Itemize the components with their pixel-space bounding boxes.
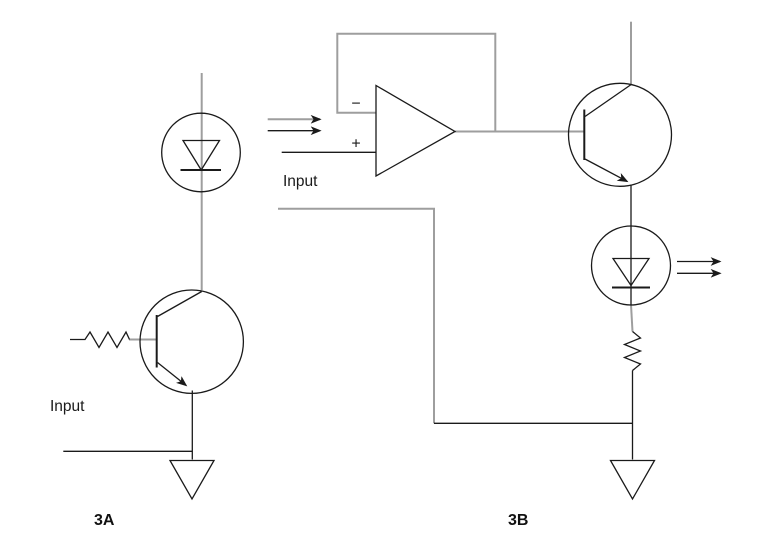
feedback-loop-wire	[336, 32, 497, 132]
transistor-envelope-circle	[139, 289, 245, 395]
opamp-triangle	[375, 84, 457, 178]
led-to-resistor-wire	[630, 304, 634, 332]
circuit-3a-symbols	[63, 112, 245, 501]
transistor-emitter-lead	[157, 361, 188, 387]
photodiode-envelope-circle	[161, 112, 241, 193]
emitted-light-arrows	[677, 257, 722, 278]
diode-triangle	[181, 139, 221, 172]
circuit-3a-gray-wires	[129, 73, 203, 341]
npn-transistor-symbol	[139, 289, 245, 395]
transistor-emitter-lead	[584, 158, 629, 183]
photodiode-symbol	[161, 112, 241, 193]
opamp-inverting-sign: −	[351, 96, 360, 113]
resistor-symbol	[622, 330, 643, 372]
ground-symbol	[168, 459, 216, 501]
diode-triangle	[611, 257, 651, 287]
opamp-noninverting-sign: +	[351, 136, 360, 153]
ground-symbol	[609, 459, 656, 501]
transistor-collector-lead	[157, 290, 203, 318]
led-envelope-circle	[590, 225, 672, 306]
figure-label-3b: 3B	[508, 512, 528, 529]
transistor-envelope-circle	[567, 82, 673, 187]
input-label: Input	[50, 398, 85, 415]
transistor-collector-lead	[584, 84, 632, 118]
resistor-symbol	[70, 330, 131, 349]
figure-label-3a: 3A	[94, 512, 115, 529]
opamp-symbol	[281, 84, 457, 178]
circuit-3b-gray-wires	[267, 21, 634, 424]
input-label: Input	[283, 173, 318, 190]
npn-transistor-symbol-3b	[567, 82, 673, 187]
circuit-3b: − + Input 3B	[267, 21, 722, 529]
circuit-3a: Input 3A	[50, 73, 245, 529]
input-return-wire	[278, 207, 435, 424]
circuit-3b-symbols	[267, 82, 722, 501]
led-symbol	[590, 225, 672, 306]
